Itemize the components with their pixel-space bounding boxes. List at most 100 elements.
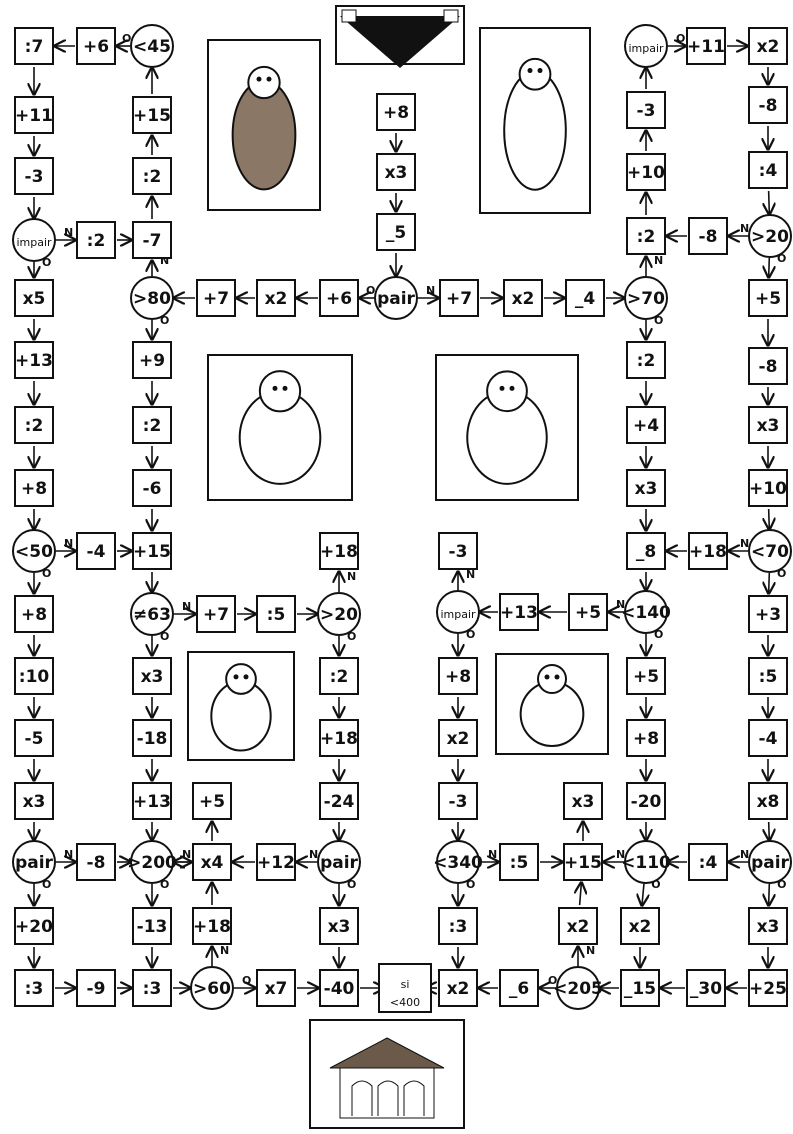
test-cell-impair2: impair <box>437 591 479 633</box>
operation-cell-l16: -5 <box>15 720 53 756</box>
operation-cell-n11: +12 <box>257 844 295 880</box>
operation-cell-m19: :3 <box>439 908 477 944</box>
branch-label: N <box>654 254 663 267</box>
cell-label: <110 <box>621 853 671 873</box>
operation-cell-m10: +13 <box>500 594 538 630</box>
connector-arrow <box>769 573 770 593</box>
cell-label: x8 <box>757 792 780 812</box>
cell-label: -8 <box>87 853 106 873</box>
test-cell-pair4: pair <box>318 841 360 883</box>
cell-label: +15 <box>133 542 171 562</box>
branch-label: N <box>740 537 749 550</box>
cell-label: x2 <box>265 289 288 309</box>
cell-label: x4 <box>201 853 224 873</box>
branch-label: N <box>586 944 595 957</box>
operation-cell-m1: :2 <box>627 342 665 378</box>
cell-label: x3 <box>635 479 658 499</box>
cell-label: +5 <box>755 289 781 309</box>
branch-label: O <box>242 974 251 987</box>
cell-label: x7 <box>265 979 288 999</box>
cell-label: -8 <box>759 357 778 377</box>
operation-cell-m5: +5 <box>627 658 665 694</box>
cell-label: x2 <box>629 917 652 937</box>
operation-cell-n9: +18 <box>320 720 358 756</box>
operation-cell-n2: :2 <box>133 407 171 443</box>
cell-label: :2 <box>25 416 44 436</box>
operation-cell-n5: +7 <box>197 596 235 632</box>
operation-cell-m7: -20 <box>627 783 665 819</box>
lion-icon <box>496 654 608 754</box>
house-icon <box>310 1020 464 1128</box>
branch-label: N <box>64 226 73 239</box>
cell-label: :2 <box>87 231 106 251</box>
operation-cell-n15: +13 <box>133 783 171 819</box>
operation-cell-n16: -13 <box>133 908 171 944</box>
cell-label: +5 <box>633 667 659 687</box>
operation-cell-l10: +13 <box>15 342 53 378</box>
cell-label: -3 <box>25 167 44 187</box>
operation-cell-r7: +10 <box>627 154 665 190</box>
cell-label: -7 <box>143 231 162 251</box>
operation-cell-l8: +15 <box>133 97 171 133</box>
operation-cell-w2: x2 <box>257 280 295 316</box>
connector-arrow <box>580 883 582 905</box>
cell-label: x3 <box>757 917 780 937</box>
cell-label: x3 <box>757 416 780 436</box>
operation-cell-r4: :4 <box>749 152 787 188</box>
operation-cell-m15: :5 <box>500 844 538 880</box>
branch-label: O <box>366 284 375 297</box>
cell-label: <45 <box>133 37 171 57</box>
operation-cell-m12: +8 <box>439 658 477 694</box>
cell-label: -3 <box>449 792 468 812</box>
operation-cell-r17: x8 <box>749 783 787 819</box>
branch-label: N <box>426 284 435 297</box>
operation-cell-r6: :2 <box>627 218 665 254</box>
cell-label: :2 <box>143 416 162 436</box>
cell-label: impair <box>628 42 664 55</box>
operation-cell-r16: -4 <box>749 720 787 756</box>
cell-label: _30 <box>690 979 722 999</box>
branch-label: N <box>347 570 356 583</box>
cell-label: >60 <box>193 979 231 999</box>
operation-cell-l6: -7 <box>133 222 171 258</box>
operation-cell-r18: :4 <box>689 844 727 880</box>
operation-cell-m11: -3 <box>439 533 477 569</box>
cell-label: pair <box>751 853 789 873</box>
operation-cell-n1: +9 <box>133 342 171 378</box>
cell-label: +10 <box>627 163 665 183</box>
operation-cell-r21: _30 <box>687 970 725 1006</box>
cell-label: -4 <box>759 729 778 749</box>
operation-cell-r5: -8 <box>689 218 727 254</box>
cell-label: +10 <box>749 479 787 499</box>
cell-label: -8 <box>699 227 718 247</box>
cell-label: _5 <box>386 223 406 243</box>
cell-label: :4 <box>699 853 718 873</box>
operation-cell-r11: x3 <box>749 407 787 443</box>
cell-label: x2 <box>447 729 470 749</box>
test-cell-pair1: pair <box>375 277 417 319</box>
operation-cell-n7: +18 <box>320 533 358 569</box>
cell-label: +8 <box>21 479 47 499</box>
cell-label: <340 <box>433 853 483 873</box>
troll-icon <box>188 652 294 760</box>
operation-cell-n21: x3 <box>320 908 358 944</box>
test-cell-lt45: <45 <box>131 25 173 67</box>
operation-cell-l14: +8 <box>15 596 53 632</box>
operation-cell-l11: :2 <box>15 407 53 443</box>
cell-label: +15 <box>564 853 602 873</box>
cell-label: +8 <box>21 605 47 625</box>
cell-label: x3 <box>385 163 408 183</box>
cell-label: _6 <box>509 979 529 999</box>
operation-cell-m6: +8 <box>627 720 665 756</box>
cell-label: +8 <box>383 103 409 123</box>
test-cell-impair1: impair <box>625 25 667 67</box>
operation-cell-l1: +6 <box>77 28 115 64</box>
operation-cell-l7: :2 <box>133 158 171 194</box>
cell-label: :3 <box>449 917 468 937</box>
operation-cell-n17: +5 <box>193 783 231 819</box>
cell-label: -40 <box>324 979 355 999</box>
cell-label: +13 <box>15 351 53 371</box>
operation-cell-m14: -3 <box>439 783 477 819</box>
operation-cell-r13: +18 <box>689 533 727 569</box>
